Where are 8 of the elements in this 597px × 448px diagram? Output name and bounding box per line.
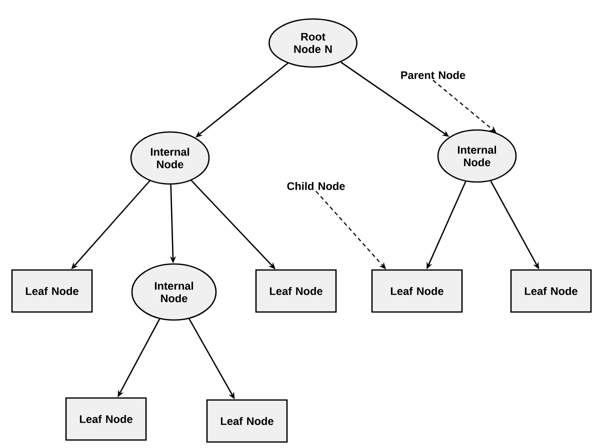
leaf-node-box: Leaf Node xyxy=(371,269,463,313)
leaf-node-box: Leaf Node xyxy=(206,399,288,443)
leaf-node-box: Leaf Node xyxy=(11,269,93,313)
leaf-node-box: Leaf Node xyxy=(255,269,337,313)
node-label: Child Node xyxy=(287,182,345,190)
leaf-node-box: Leaf Node xyxy=(510,269,592,313)
node-label: Parent Node xyxy=(401,70,466,80)
leaf-node-box: Leaf Node xyxy=(65,397,147,441)
